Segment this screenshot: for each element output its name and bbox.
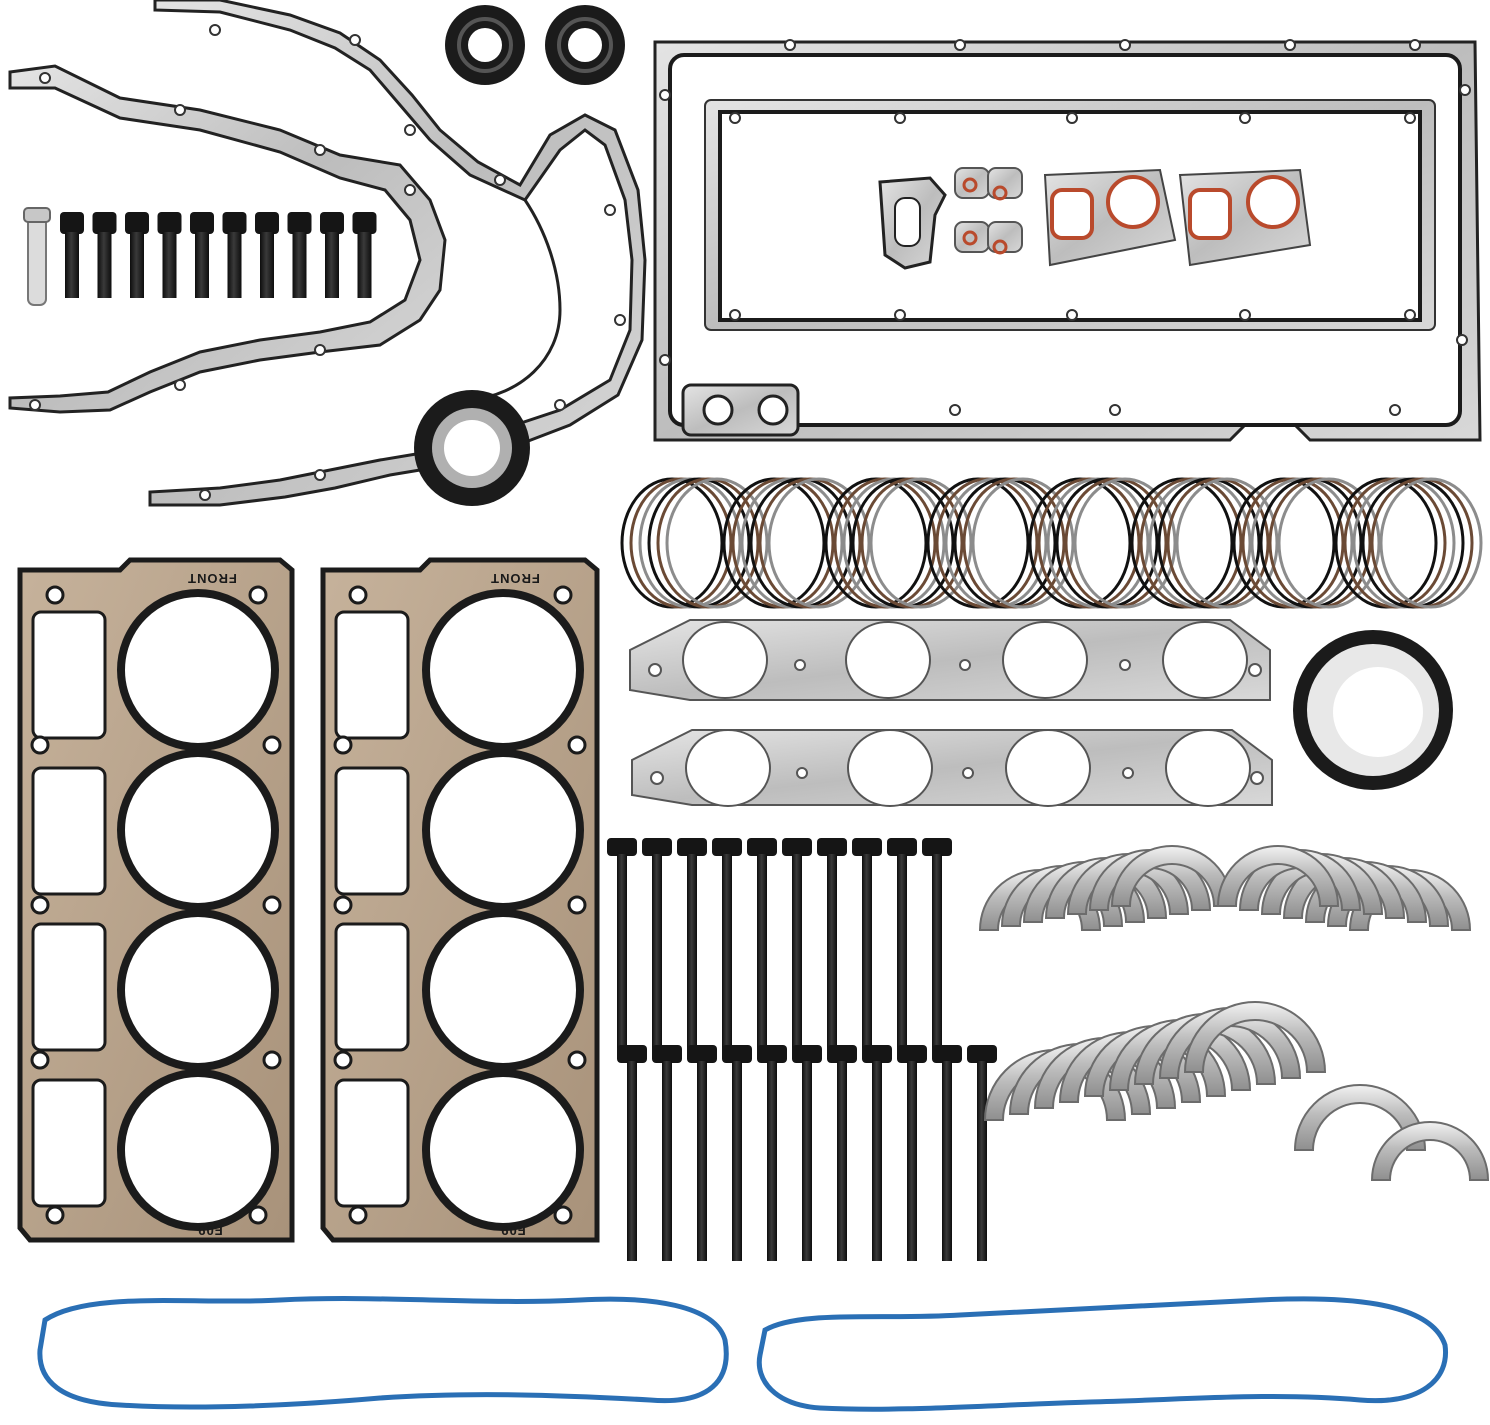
small-bolt	[92, 212, 117, 298]
bearing	[1370, 1121, 1490, 1181]
head-bolt	[922, 838, 952, 1049]
head-bolt	[617, 1045, 647, 1261]
bearing	[1183, 1001, 1327, 1073]
front-crank-seal	[414, 390, 530, 506]
head-bolt	[687, 1045, 717, 1261]
head-bolt	[862, 1045, 892, 1261]
piston-ring-pack	[722, 477, 871, 609]
piston-ring-pack	[1130, 477, 1279, 609]
oil-pan-gasket	[653, 39, 1482, 442]
head-bolt	[642, 838, 672, 1049]
timing-cover-bolt-set	[60, 212, 377, 298]
oil-pump-gasket	[878, 176, 947, 270]
valve-cover-gasket-right	[756, 1296, 1449, 1412]
timing-cover-gasket-icon	[8, 64, 447, 414]
head-bolt-set	[607, 838, 997, 1261]
piston-ring-set	[620, 477, 1483, 609]
bearing	[1293, 1084, 1427, 1151]
exhaust-manifold-gasket-icon	[629, 619, 1271, 701]
head-bolt	[747, 838, 777, 1049]
head-bolt	[782, 838, 812, 1049]
oil-filter-adapter-gasket	[681, 383, 800, 437]
valve-stem-seal-pair	[445, 5, 625, 85]
bearing-set	[978, 845, 1490, 1181]
piston-ring-pack	[824, 477, 973, 609]
head-bolt	[722, 1045, 752, 1261]
head-bolt	[677, 838, 707, 1049]
small-bolt	[222, 212, 247, 298]
valve-cover-gasket-left	[37, 1296, 729, 1410]
small-bolt	[125, 212, 149, 298]
head-bolt	[897, 1045, 927, 1261]
small-bolt	[320, 212, 344, 298]
small-bolt	[287, 212, 312, 298]
small-bolt	[190, 212, 214, 298]
part-code-label: F09	[197, 1223, 222, 1238]
bearing	[1216, 845, 1340, 907]
head-bolt	[757, 1045, 787, 1261]
head-bolt	[712, 838, 742, 1049]
part-code-label: F09	[500, 1223, 525, 1238]
head-gasket-left: FRONT F09	[17, 557, 295, 1243]
head-bolt	[827, 1045, 857, 1261]
head-bolt	[932, 1045, 962, 1261]
exhaust-manifold-gasket-upper	[629, 619, 1271, 701]
piston-ring-pack	[620, 477, 769, 609]
piston-ring-pack	[1232, 477, 1381, 609]
head-bolt	[967, 1045, 997, 1261]
piston-ring-pack	[926, 477, 1075, 609]
piston-ring-pack	[1334, 477, 1483, 609]
exhaust-manifold-gasket-lower	[631, 729, 1273, 807]
valve-cover-gasket-icon	[37, 1296, 729, 1410]
dowel-pin	[23, 207, 51, 306]
small-bolt	[60, 212, 84, 298]
head-bolt	[792, 1045, 822, 1261]
small-bolt	[157, 212, 182, 298]
head-bolt	[817, 838, 847, 1049]
water-pump-gaskets	[1043, 168, 1312, 267]
head-bolt	[652, 1045, 682, 1261]
front-label: FRONT	[490, 571, 540, 586]
head-bolt	[607, 838, 637, 1049]
head-bolt	[887, 838, 917, 1049]
small-bolt	[352, 212, 377, 298]
small-bolt	[255, 212, 279, 298]
head-bolt	[852, 838, 882, 1049]
timing-cover-gasket	[8, 0, 647, 507]
rear-main-seal	[1293, 630, 1453, 790]
piston-ring-pack	[1028, 477, 1177, 609]
head-gasket-right: FRONT F09	[320, 557, 600, 1243]
front-label: FRONT	[187, 571, 237, 586]
